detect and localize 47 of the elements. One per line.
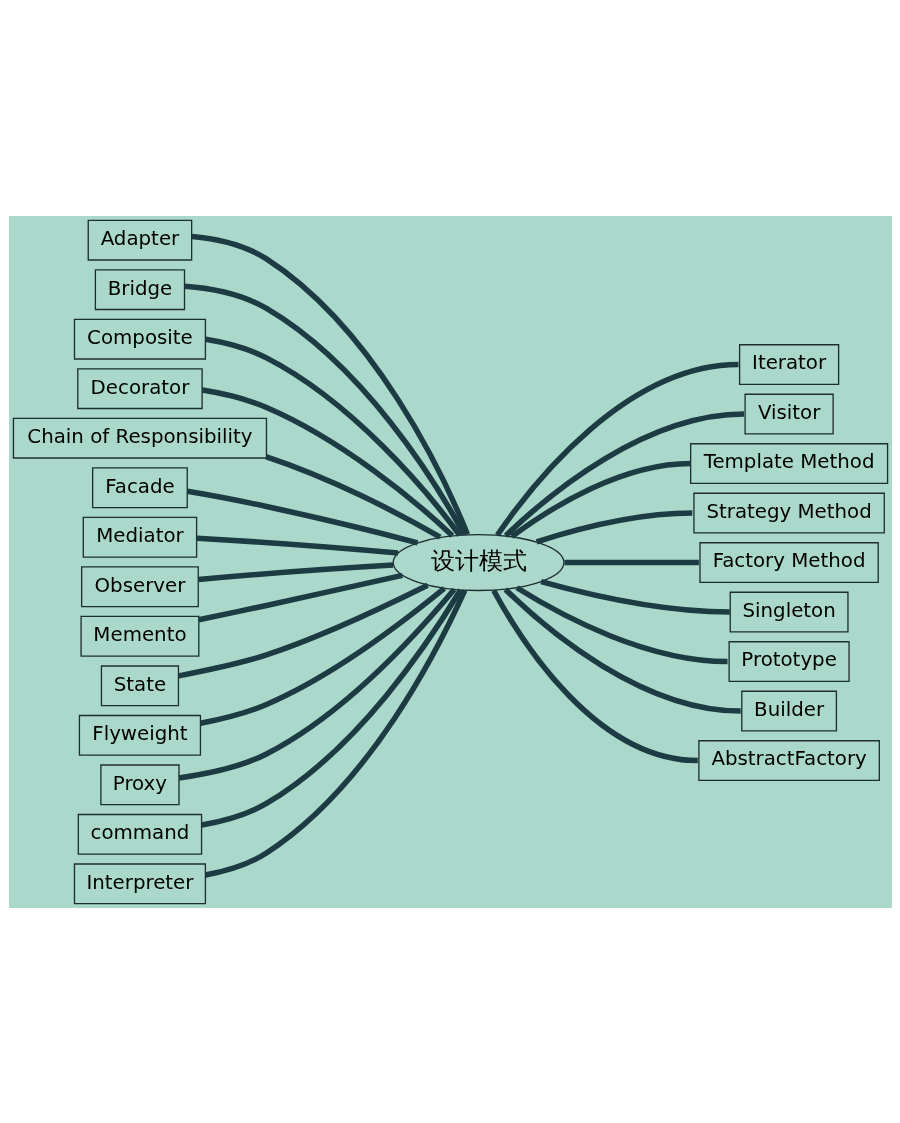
node-box: Bridge [94, 268, 185, 310]
connector [514, 584, 728, 664]
connector [539, 578, 730, 615]
node-box: Factory Method [698, 541, 879, 583]
node-box: Strategy Method [692, 492, 885, 533]
node-box: Adapter [87, 219, 192, 261]
node-ellipse: 设计模式 [392, 533, 565, 591]
connector [503, 410, 744, 538]
connector [178, 587, 456, 781]
connector [503, 586, 741, 714]
node-box: Prototype [728, 640, 850, 682]
connector [201, 386, 454, 538]
node-box: Visitor [743, 393, 834, 434]
node-box: Decorator [76, 367, 203, 409]
connector [191, 233, 470, 535]
node-box: command [77, 813, 202, 855]
connector [197, 561, 393, 582]
connector [186, 488, 418, 545]
connector [564, 559, 699, 565]
node-box: Singleton [729, 591, 849, 632]
node-box: Proxy [99, 763, 180, 805]
connector [200, 588, 463, 828]
connector [490, 588, 698, 763]
node-box: Chain of Responsibility [12, 417, 267, 459]
connector [494, 361, 739, 537]
node-box: Composite [73, 318, 206, 360]
connector [535, 509, 692, 544]
node-box: Flyweight [78, 714, 201, 756]
node-box: State [100, 664, 179, 706]
node-box: Memento [79, 615, 199, 657]
connector [509, 460, 691, 539]
node-box: Interpreter [73, 862, 206, 904]
connector [184, 282, 467, 536]
node-box: Builder [740, 690, 837, 732]
connector [197, 572, 403, 622]
connector [196, 535, 398, 556]
connector [177, 582, 429, 679]
connector [204, 336, 462, 537]
node-box: Facade [91, 466, 188, 508]
node-box: Template Method [689, 442, 888, 484]
connector [263, 453, 442, 540]
node-box: Iterator [738, 343, 839, 385]
node-box: AbstractFactory [697, 739, 880, 781]
node-box: Mediator [82, 516, 197, 558]
connector [199, 585, 446, 726]
node-box: Observer [80, 565, 199, 607]
connector [204, 588, 467, 878]
